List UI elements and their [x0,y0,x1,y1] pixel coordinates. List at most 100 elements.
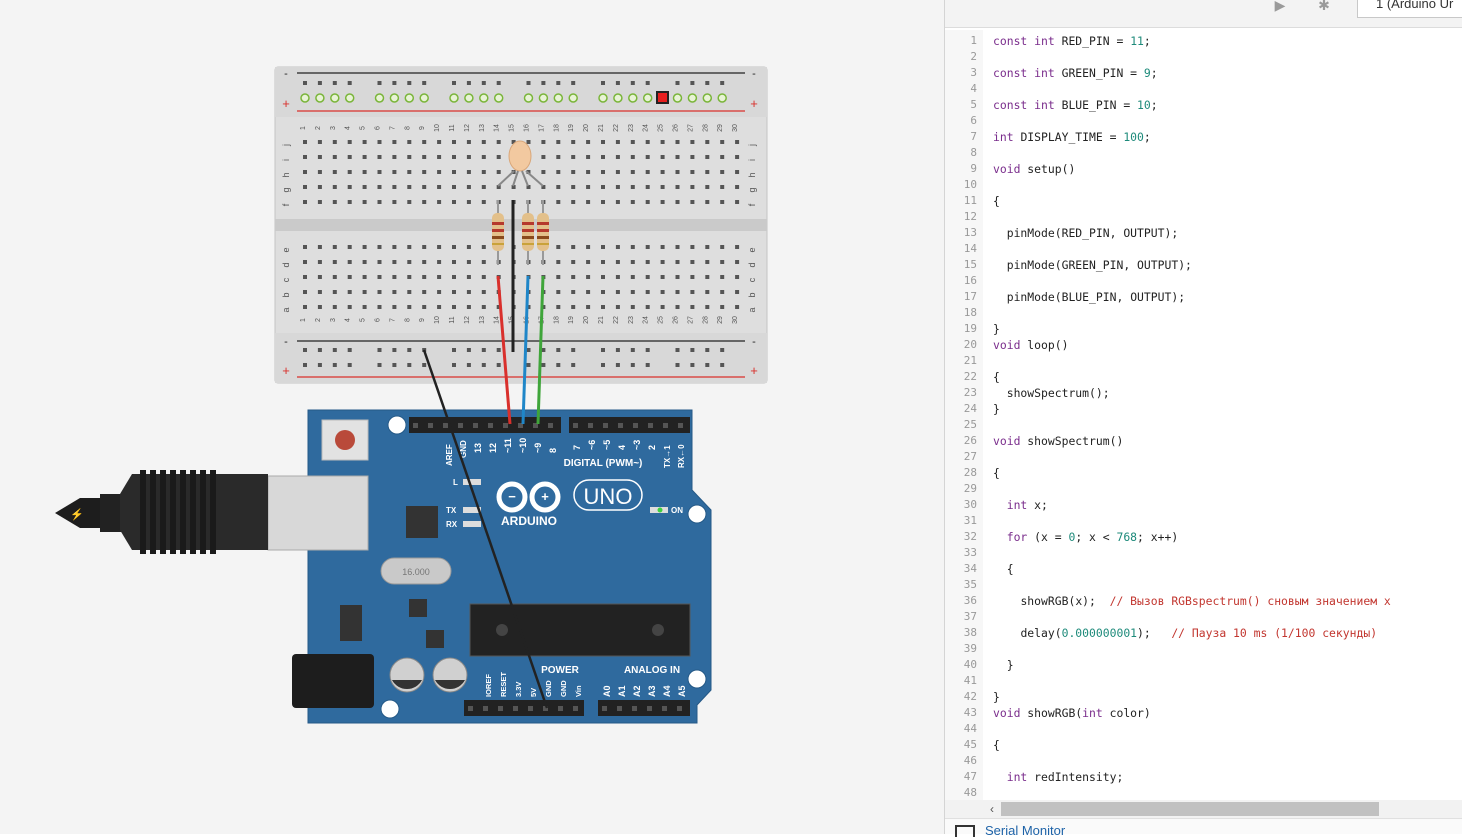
breadboard-hole[interactable] [705,260,710,264]
code-line[interactable]: for (x = 0; x < 768; x++) [1006,530,1179,544]
breadboard-hole[interactable] [317,200,322,204]
rail-hole[interactable] [317,348,322,352]
breadboard-hole[interactable] [332,290,337,294]
header-pin[interactable] [618,423,623,428]
breadboard-hole[interactable] [675,200,680,204]
breadboard-hole[interactable] [377,275,382,279]
breadboard-hole[interactable] [660,290,665,294]
breadboard-hole[interactable] [332,140,337,144]
rail-hole[interactable] [628,93,638,103]
breadboard-hole[interactable] [452,200,456,204]
rail-hole[interactable] [571,348,576,352]
rail-hole[interactable] [571,363,576,367]
breadboard-hole[interactable] [452,260,456,264]
breadboard-hole[interactable] [571,200,576,204]
rail-hole[interactable] [407,348,412,352]
breadboard-hole[interactable] [645,275,650,279]
breadboard-hole[interactable] [362,200,367,204]
rail-hole[interactable] [389,93,400,103]
code-line[interactable]: const int BLUE_PIN = 10; [993,98,1158,112]
breadboard-hole[interactable] [735,140,740,144]
arduino-uno-board[interactable]: 16.000 − + ARDUINO UNO DIGITAL (PWM~) PO… [267,409,712,724]
breadboard-hole[interactable] [347,290,352,294]
breadboard-hole[interactable] [645,245,650,249]
header-pin[interactable] [468,706,473,711]
header-pin[interactable] [513,706,518,711]
breadboard-hole[interactable] [466,200,471,204]
breadboard-hole[interactable] [556,200,561,204]
rail-hole[interactable] [642,93,653,103]
breadboard-hole[interactable] [377,155,382,159]
code-line[interactable]: delay(0.000000001); // Пауза 10 ms (1/10… [1020,626,1378,640]
breadboard-hole[interactable] [645,185,650,189]
digital-header-right[interactable] [569,417,690,433]
code-line[interactable]: showRGB(x); // Вызов RGBspectrum() сновы… [1020,594,1391,608]
breadboard-hole[interactable] [362,260,367,264]
rail-hole[interactable] [452,81,456,85]
breadboard-hole[interactable] [660,260,665,264]
header-pin[interactable] [483,706,488,711]
rail-hole[interactable] [466,348,471,352]
rail-hole[interactable] [377,81,382,85]
breadboard-hole[interactable] [586,170,591,174]
breadboard-hole[interactable] [735,155,740,159]
breadboard-hole[interactable] [675,260,680,264]
breadboard-hole[interactable] [407,140,412,144]
breadboard-hole[interactable] [720,245,725,249]
rail-hole[interactable] [687,93,698,103]
breadboard-hole[interactable] [422,305,427,309]
breadboard-hole[interactable] [377,140,382,144]
breadboard-hole[interactable] [556,140,561,144]
device-select[interactable]: 1 (Arduino Ur [1357,0,1462,18]
breadboard-hole[interactable] [332,170,337,174]
rail-hole[interactable] [347,363,352,367]
breadboard-hole[interactable] [690,155,695,159]
breadboard-hole[interactable] [586,275,591,279]
breadboard-hole[interactable] [541,140,546,144]
breadboard-hole[interactable] [615,200,620,204]
breadboard-hole[interactable] [675,275,680,279]
rail-hole[interactable] [541,363,546,367]
breadboard-hole[interactable] [720,305,725,309]
header-pin[interactable] [662,706,667,711]
rail-hole[interactable] [481,363,486,367]
breadboard-hole[interactable] [630,185,635,189]
breadboard-hole[interactable] [377,245,382,249]
breadboard-hole[interactable] [362,275,367,279]
rail-hole[interactable] [556,363,561,367]
breadboard-hole[interactable] [660,170,665,174]
breadboard-hole[interactable] [347,305,352,309]
breadboard-hole[interactable] [481,140,486,144]
breadboard-hole[interactable] [705,305,710,309]
rail-hole[interactable] [672,93,683,103]
breadboard-hole[interactable] [466,305,471,309]
header-pin[interactable] [533,423,538,428]
breadboard-hole[interactable] [601,140,605,144]
breadboard-hole[interactable] [347,245,352,249]
breadboard-hole[interactable] [362,305,367,309]
breadboard-hole[interactable] [556,185,561,189]
breadboard-hole[interactable] [392,290,397,294]
breadboard-hole[interactable] [615,185,620,189]
code-line[interactable]: { [993,466,1000,480]
rail-hole[interactable] [615,363,620,367]
header-pin[interactable] [633,423,638,428]
rail-hole[interactable] [538,93,549,103]
header-pin[interactable] [573,706,578,711]
breadboard-hole[interactable] [615,260,620,264]
rail-hole[interactable] [407,81,412,85]
rail-hole[interactable] [419,93,429,103]
breadboard-hole[interactable] [496,170,501,174]
breadboard-hole[interactable] [541,155,546,159]
breadboard-hole[interactable] [571,245,576,249]
rail-hole[interactable] [717,93,727,103]
breadboard-hole[interactable] [481,275,486,279]
breadboard-hole[interactable] [377,260,382,264]
breadboard-hole[interactable] [317,140,322,144]
rail-hole[interactable] [392,348,397,352]
breadboard-hole[interactable] [675,290,680,294]
breadboard-hole[interactable] [332,200,337,204]
breadboard-hole[interactable] [705,185,710,189]
